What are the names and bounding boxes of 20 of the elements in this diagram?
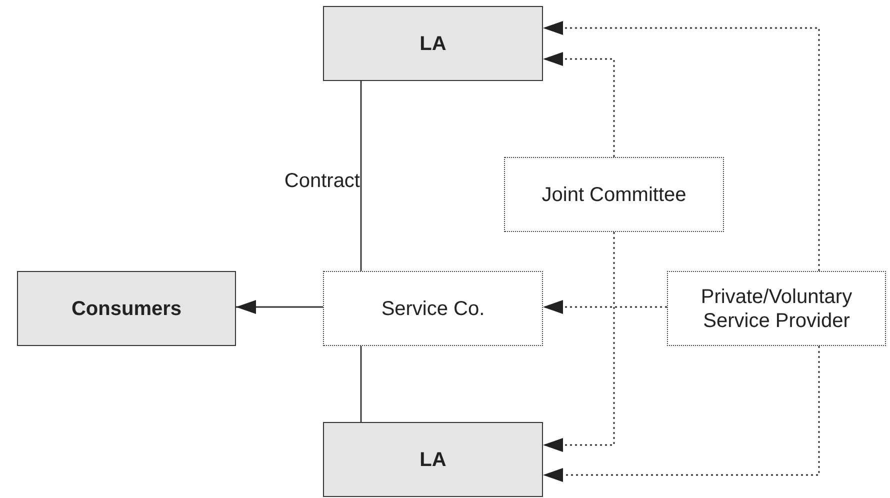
connector-line	[360, 346, 362, 422]
box-label: Private/Voluntary Service Provider	[700, 284, 854, 332]
arrow	[543, 300, 667, 314]
entity-box	[323, 6, 543, 81]
arrow	[543, 232, 615, 452]
dotted-box	[323, 271, 543, 346]
entity-box	[17, 271, 236, 346]
dotted-box	[504, 157, 724, 232]
box-label: Service Co.	[381, 296, 485, 320]
arrow	[543, 346, 820, 482]
arrow	[236, 300, 323, 314]
box-label: LA	[420, 448, 446, 472]
dotted-box	[667, 271, 886, 346]
box-label: LA	[420, 32, 446, 56]
entity-box	[323, 422, 543, 497]
box-label: Consumers	[71, 296, 182, 320]
arrow	[543, 21, 820, 271]
arrow	[543, 52, 615, 157]
connector-line	[360, 81, 362, 271]
box-label: Joint Committee	[542, 182, 686, 206]
